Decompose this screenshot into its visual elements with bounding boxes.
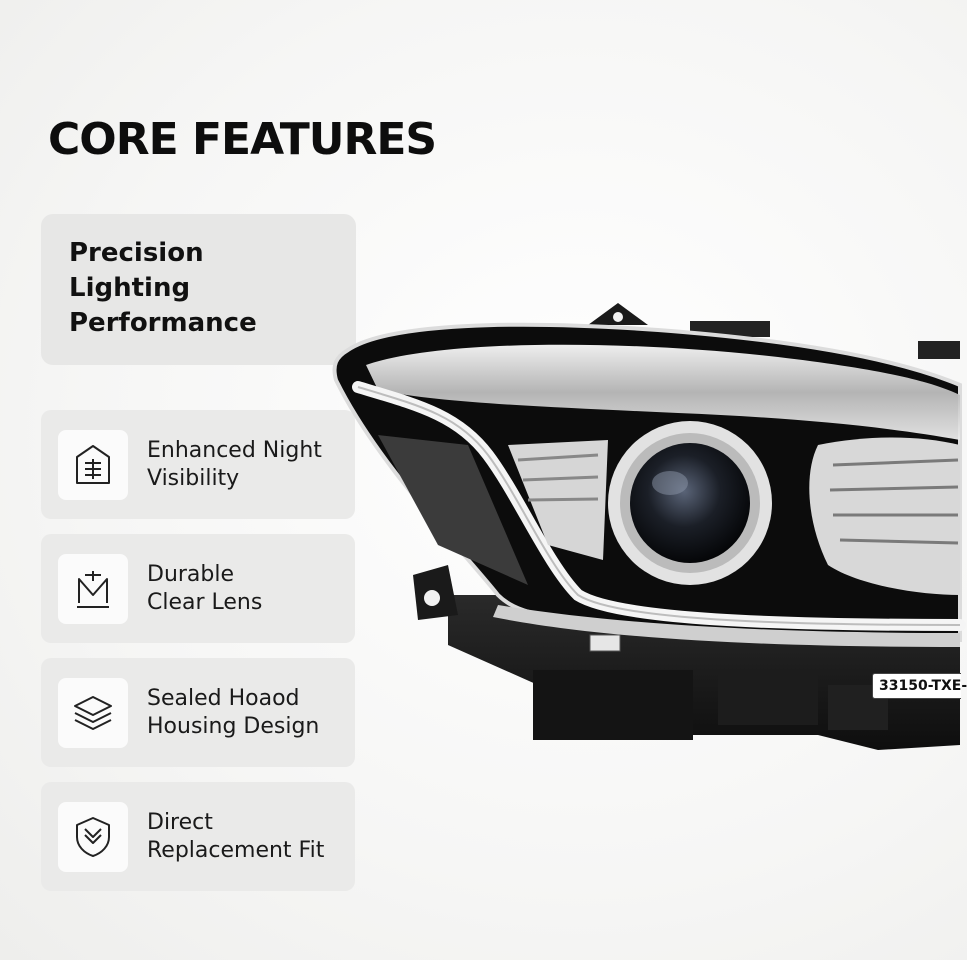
part-number-label: 33150-TXE- (872, 673, 967, 699)
reflector-chrome (508, 440, 608, 560)
headlight-product-image (332, 303, 966, 750)
feature-label: Durable Clear Lens (147, 561, 263, 615)
feature-icon-box (58, 677, 128, 748)
hero-card: Precision Lighting Performance (41, 214, 356, 365)
feature-card-night-visibility: Enhanced Night Visibility (41, 410, 355, 519)
side-panel (378, 435, 528, 585)
lower-chrome-trim (493, 605, 960, 647)
projector-lens (608, 421, 772, 585)
feature-icon-box (58, 429, 128, 500)
feature-card-direct-fit: Direct Replacement Fit (41, 782, 355, 891)
shield-check-icon (76, 816, 110, 857)
lens-icon (77, 570, 109, 608)
feature-label: Enhanced Night Visibility (147, 437, 322, 491)
layers-icon (74, 695, 112, 730)
feature-icon-box (58, 801, 128, 872)
top-chrome-strip (366, 344, 960, 440)
headlight-icon (76, 444, 110, 484)
secondary-reflector (809, 437, 960, 595)
feature-label: Sealed Hoaod Housing Design (147, 685, 320, 739)
feature-icon-box (58, 553, 128, 624)
page-title: CORE FEATURES (48, 114, 437, 165)
feature-label: Direct Replacement Fit (147, 809, 325, 863)
hero-text: Precision Lighting Performance (69, 238, 257, 338)
feature-card-sealed-housing: Sealed Hoaod Housing Design (41, 658, 355, 767)
feature-card-clear-lens: Durable Clear Lens (41, 534, 355, 643)
